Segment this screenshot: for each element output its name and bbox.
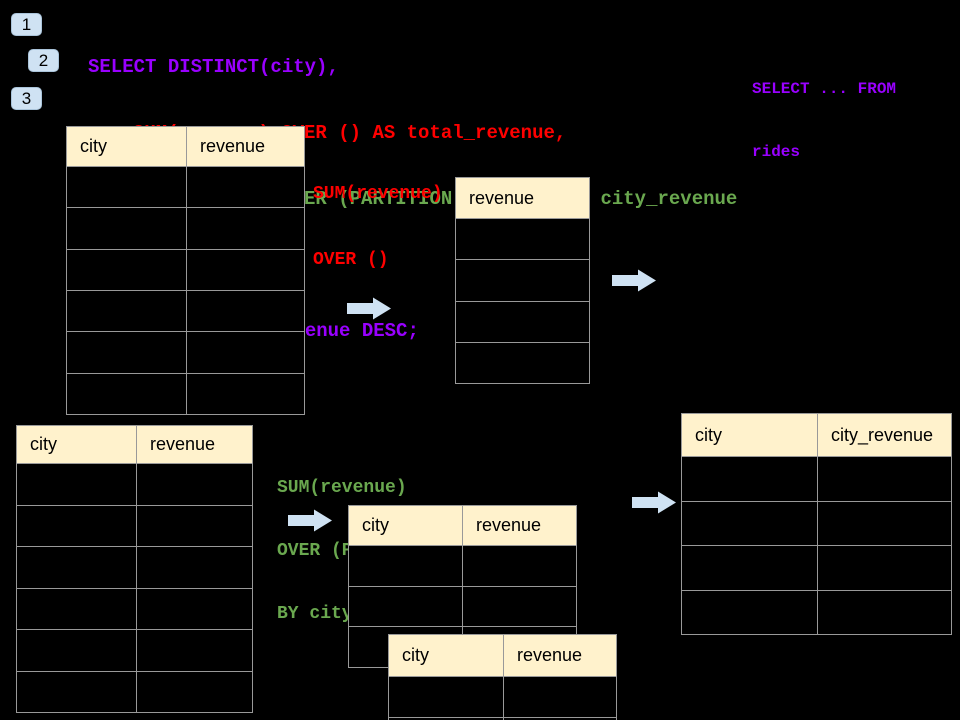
column-header-city: city: [695, 424, 722, 445]
column-divider: [503, 635, 504, 720]
table-row: [682, 546, 951, 591]
column-header-revenue: revenue: [200, 136, 266, 156]
table-header-row: city revenue: [67, 127, 304, 167]
table-body: [682, 457, 951, 634]
table-row: [17, 464, 252, 506]
table-row: [17, 547, 252, 589]
table-body: [67, 167, 304, 414]
table-body: [456, 219, 589, 383]
table-header-row: revenue: [456, 178, 589, 219]
table-row: [389, 677, 616, 718]
column-header-city-revenue: city_revenue: [831, 424, 934, 445]
table-row: [456, 302, 589, 343]
table-row: [456, 219, 589, 261]
arrow-right-icon: [632, 491, 676, 514]
annotation-select-from-rides: SELECT ... FROM rides: [752, 37, 896, 205]
table-row: [682, 457, 951, 502]
table-row: [17, 589, 252, 630]
table-row: [17, 630, 252, 672]
table-rides-source-bottom: city revenue: [16, 425, 253, 713]
column-divider: [817, 414, 818, 634]
column-header-city: city: [362, 515, 389, 535]
column-header-revenue: revenue: [150, 434, 216, 454]
table-row: [67, 291, 304, 333]
table-body: [17, 464, 252, 712]
step-badge-1: 1: [11, 13, 42, 36]
table-total-revenue: revenue: [455, 177, 590, 384]
table-row: [67, 332, 304, 374]
column-header-revenue: revenue: [517, 645, 583, 665]
column-divider: [462, 506, 463, 667]
annotation-line: SELECT ... FROM: [752, 80, 897, 98]
table-city-revenue-result: city city_revenue: [681, 413, 952, 635]
table-header-row: city revenue: [389, 635, 616, 677]
table-row: [67, 167, 304, 209]
table-header-row: city revenue: [17, 426, 252, 464]
annotation-line: rides: [752, 143, 801, 161]
column-header-city: city: [80, 136, 107, 156]
column-divider: [136, 426, 137, 712]
table-row: [682, 502, 951, 546]
sql-line-select: SELECT DISTINCT(city),: [88, 56, 339, 78]
table-rides-source-top: city revenue: [66, 126, 305, 415]
column-header-city: city: [30, 434, 57, 454]
annotation-line: SUM(revenue): [313, 184, 443, 204]
step-badge-3: 3: [11, 87, 42, 110]
column-divider: [186, 127, 187, 414]
table-row: [17, 506, 252, 547]
table-row: [17, 672, 252, 713]
arrow-right-icon: [288, 509, 332, 532]
column-header-revenue: revenue: [469, 187, 535, 208]
column-header-revenue: revenue: [476, 515, 542, 535]
arrow-right-icon: [612, 269, 656, 292]
table-row: [67, 208, 304, 250]
table-body: [389, 677, 616, 720]
table-header-row: city city_revenue: [682, 414, 951, 457]
step-badge-2: 2: [28, 49, 59, 72]
annotation-line: SUM(revenue): [277, 478, 407, 498]
table-row: [456, 260, 589, 302]
table-partition-step-overlay: city revenue: [388, 634, 617, 720]
annotation-line: OVER (): [313, 250, 389, 270]
arrow-right-icon: [347, 297, 391, 320]
table-row: [67, 250, 304, 291]
table-row: [456, 343, 589, 383]
column-header-city: city: [402, 645, 429, 665]
annotation-sum-over-all: SUM(revenue) OVER (): [313, 139, 443, 315]
